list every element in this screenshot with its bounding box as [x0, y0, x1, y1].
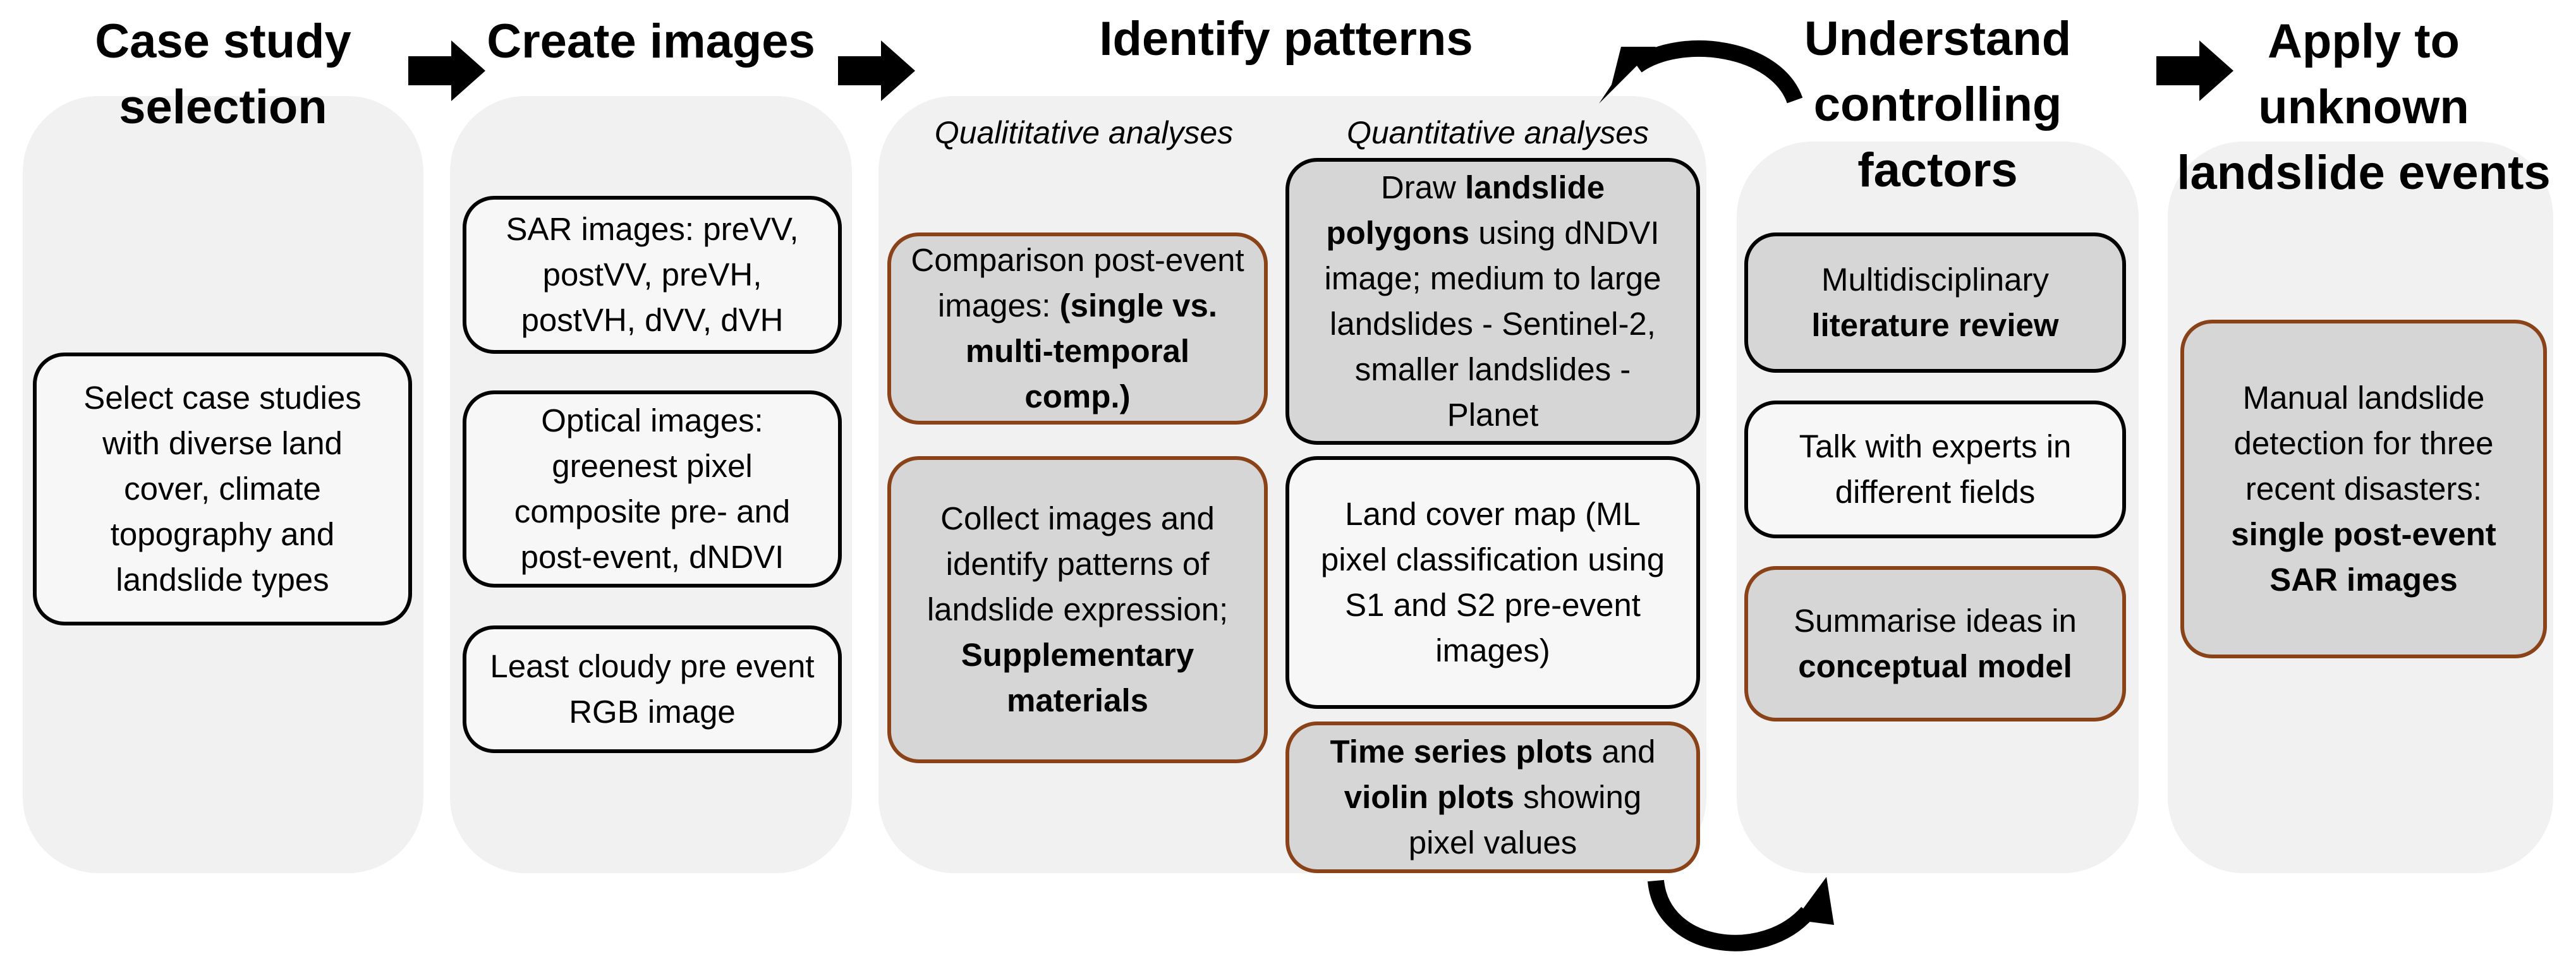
- controlling-factors-title: Understand controlling factors: [1804, 12, 2072, 197]
- talk-with-experts-box: Talk with experts in different fields: [1744, 401, 2126, 538]
- land-cover-map-box: Land cover map (ML pixel classification …: [1285, 456, 1700, 709]
- rgb-image-box: Least cloudy pre event RGB image: [463, 625, 842, 753]
- sar-images-box: SAR images: preVV, postVV, preVH, postVH…: [463, 196, 842, 354]
- create-images-title: Create images: [487, 15, 815, 68]
- landslide-polygons-box: Draw landslide polygons using dNDVI imag…: [1285, 158, 1700, 445]
- right-arrow-icon: [838, 40, 915, 101]
- conceptual-model-box: Summarise ideas in conceptual model: [1744, 566, 2126, 721]
- apply-title: Apply to unknown landslide events: [2177, 15, 2551, 200]
- time-series-plots-box: Time series plots and violin plots showi…: [1285, 721, 1700, 873]
- curved-arrow-icon: [1648, 877, 1834, 951]
- qualitative-heading: Qualititative analyses: [934, 115, 1234, 150]
- collect-images-box: Collect images and identify patterns of …: [887, 456, 1268, 763]
- quantitative-heading: Quantitative analyses: [1346, 115, 1649, 150]
- right-arrow-icon: [2156, 40, 2233, 101]
- identify-patterns-title: Identify patterns: [1099, 12, 1473, 66]
- optical-images-box: Optical images: greenest pixel composite…: [463, 390, 842, 588]
- curved-arrow-icon: [1599, 40, 1803, 104]
- case-study-box: Select case studies with diverse land co…: [33, 353, 412, 625]
- comparison-post-event-box: Comparison post-event images: (single vs…: [887, 232, 1268, 425]
- manual-detection-box: Manual landslide detection for three rec…: [2180, 320, 2547, 658]
- right-arrow-icon: [408, 40, 485, 101]
- case-study-title: Case study selection: [95, 15, 351, 134]
